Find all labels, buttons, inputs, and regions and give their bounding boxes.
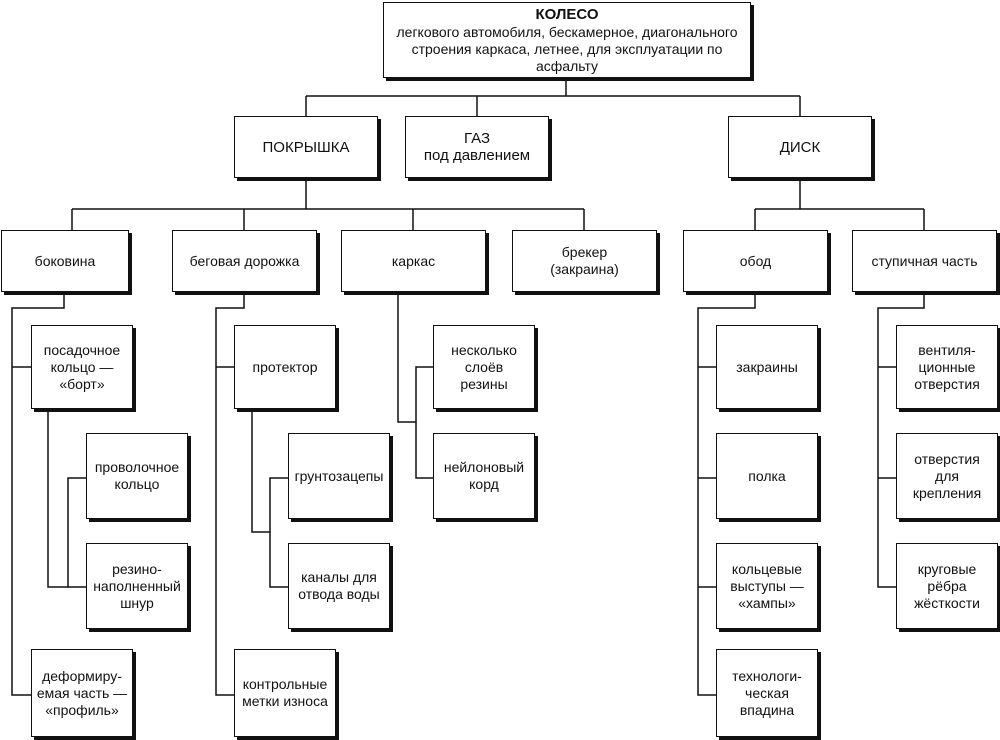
node-humps: кольцевые выступы — «хампы» xyxy=(716,543,818,629)
link-frame-bus xyxy=(397,292,433,423)
link-frame-nylon xyxy=(415,422,433,479)
node-stiffening-ribs: круговые рёбра жёсткости xyxy=(896,543,998,629)
node-lugs: грунтозацепы xyxy=(288,433,390,519)
node-water-channels: каналы для отвода воды xyxy=(288,543,390,629)
node-rim: обод xyxy=(683,230,828,292)
node-wire-ring: проволочное кольцо xyxy=(86,433,188,519)
node-valve-holes: вентиля- ционные отверстия xyxy=(896,325,998,409)
link-tread-bus xyxy=(215,292,245,696)
link-hub-bus xyxy=(877,292,925,588)
link-protector-lugs xyxy=(269,477,288,532)
node-breaker: брекер (закраина) xyxy=(512,230,657,292)
node-wear-marks: контрольные метки износа xyxy=(234,649,336,737)
node-shelf: полка xyxy=(716,433,818,519)
node-sidewall: боковина xyxy=(1,230,129,292)
node-rubber-layers: несколько слоёв резины xyxy=(433,325,535,409)
node-nylon-cord: нейлоновый корд xyxy=(433,433,535,519)
link-sidewall-bus xyxy=(11,292,65,696)
node-recess: технологи- ческая впадина xyxy=(716,649,818,737)
root-title: КОЛЕСО xyxy=(535,5,599,23)
link-rim-bus xyxy=(697,292,756,696)
node-hub: ступичная часть xyxy=(852,230,997,292)
node-profile: деформиру- емая часть — «профиль» xyxy=(31,649,133,737)
node-protector: протектор xyxy=(234,325,336,409)
node-tire: ПОКРЫШКА xyxy=(234,116,378,178)
node-bead: посадочное кольцо — «борт» xyxy=(31,325,133,409)
node-filler-cord: резино- наполненный шнур xyxy=(86,543,188,629)
root-node-wheel: КОЛЕСО легкового автомобиля, бескамерное… xyxy=(383,2,751,78)
node-gas: ГАЗ под давлением xyxy=(405,116,549,178)
link-bead-bus xyxy=(47,409,86,588)
root-subtitle: легкового автомобиля, бескамерное, диаго… xyxy=(396,23,738,74)
node-tread: беговая дорожка xyxy=(172,230,317,292)
node-mount-holes: отверстия для крепления xyxy=(896,433,998,519)
node-disk: ДИСК xyxy=(728,116,872,178)
node-frame: каркас xyxy=(341,230,486,292)
node-flanges: закраины xyxy=(716,325,818,409)
